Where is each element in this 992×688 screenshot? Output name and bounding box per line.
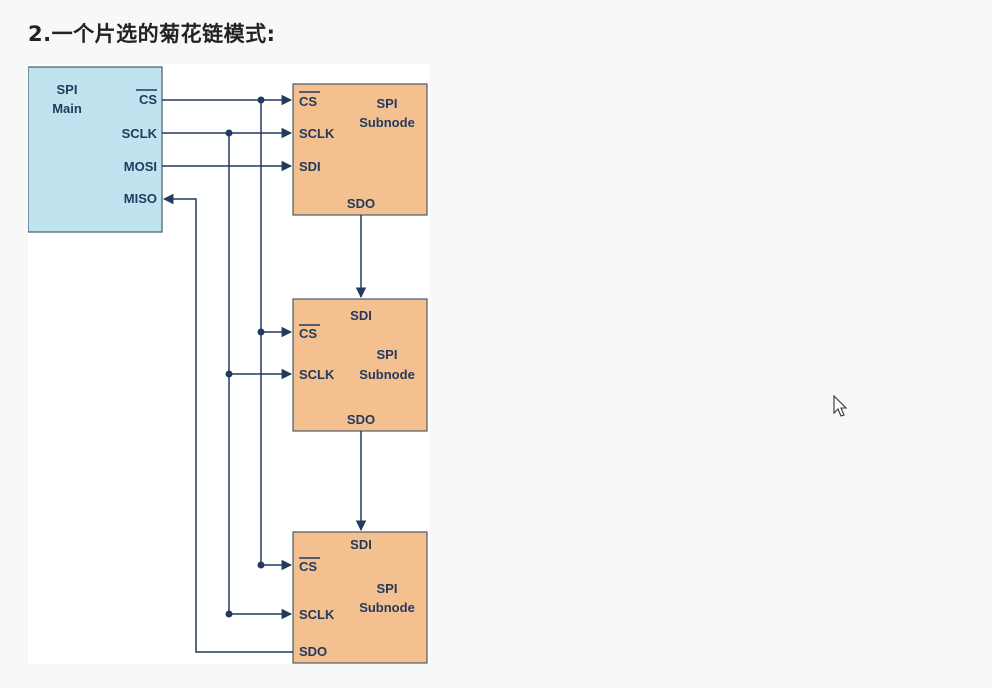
page-title: 2.一个片选的菊花链模式: xyxy=(28,22,276,46)
subnode-2-label-line1: SPI xyxy=(377,347,398,362)
subnode-2-box xyxy=(292,298,428,432)
diagram-svg: SPI Main CS SCLK MOSI MISO CS SPI Subnod… xyxy=(28,66,428,664)
subnode-1-box xyxy=(292,83,428,216)
subnode-1-pin-sclk: SCLK xyxy=(299,126,335,141)
wire-sdo3-to-miso xyxy=(162,193,293,653)
junction-cs-top xyxy=(257,96,265,104)
subnode-1-pin-sdi: SDI xyxy=(299,159,321,174)
junction-cs-bottom xyxy=(257,561,265,569)
main-label-line1: SPI xyxy=(57,82,78,97)
daisy-chain-diagram: SPI Main CS SCLK MOSI MISO CS SPI Subnod… xyxy=(28,64,430,664)
main-pin-cs: CS xyxy=(139,92,157,107)
main-pin-mosi: MOSI xyxy=(124,159,157,174)
main-label-line2: Main xyxy=(52,101,82,116)
subnode-2-pin-sclk: SCLK xyxy=(299,367,335,382)
main-pin-miso: MISO xyxy=(124,191,157,206)
subnode-1-pin-cs: CS xyxy=(299,94,317,109)
subnode-2-pin-sdo: SDO xyxy=(347,412,375,427)
subnode-3-pin-sdi: SDI xyxy=(350,537,372,552)
spi-main-box xyxy=(28,66,163,233)
subnode-2-pin-cs: CS xyxy=(299,326,317,341)
subnode-3-pin-sdo: SDO xyxy=(299,644,327,659)
subnode-1-label-line1: SPI xyxy=(377,96,398,111)
subnode-2-label-line2: Subnode xyxy=(359,367,415,382)
junction-sclk-top xyxy=(225,129,233,137)
subnode-3-label-line1: SPI xyxy=(377,581,398,596)
subnode-2-pin-sdi: SDI xyxy=(350,308,372,323)
junction-sclk-mid xyxy=(225,370,233,378)
subnode-3-pin-sclk: SCLK xyxy=(299,607,335,622)
subnode-1-label-line2: Subnode xyxy=(359,115,415,130)
junction-cs-mid xyxy=(257,328,265,336)
subnode-3-pin-cs: CS xyxy=(299,559,317,574)
subnode-3-box xyxy=(292,531,428,664)
junction-sclk-bottom xyxy=(225,610,233,618)
mouse-pointer-icon xyxy=(833,395,848,417)
subnode-3-label-line2: Subnode xyxy=(359,600,415,615)
subnode-1-pin-sdo: SDO xyxy=(347,196,375,211)
main-pin-sclk: SCLK xyxy=(122,126,158,141)
